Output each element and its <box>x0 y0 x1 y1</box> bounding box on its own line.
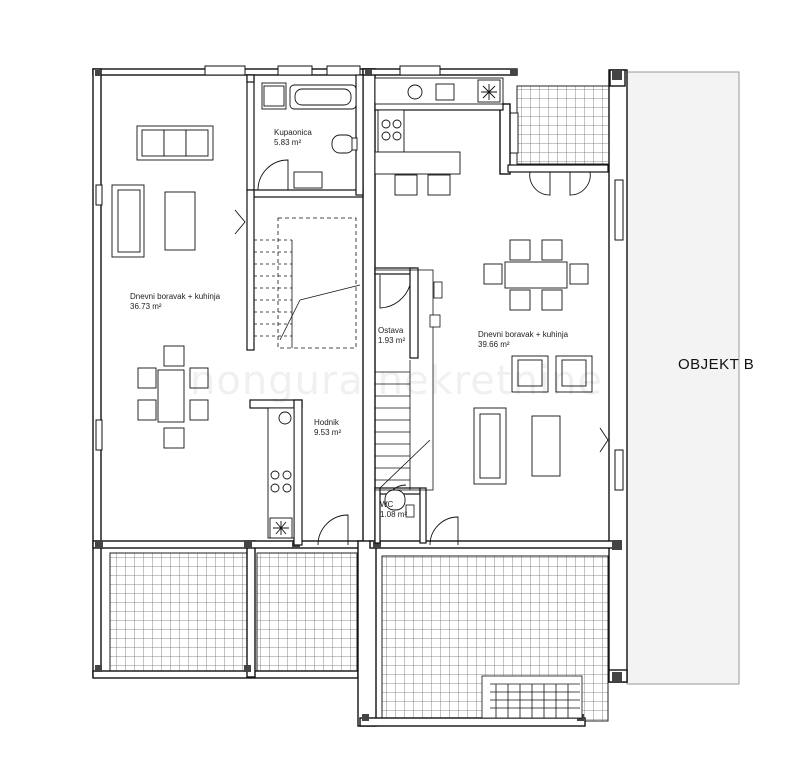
room-area: 1.93 m² <box>378 336 406 345</box>
furniture-right <box>473 239 593 485</box>
room-name: Kupaonica <box>274 128 312 137</box>
room-label-wc: WC 1.08 m² <box>380 500 407 520</box>
watermark: nongura nekretnine <box>190 358 603 404</box>
room-area: 9.53 m² <box>314 428 342 437</box>
neighbor-label: OBJEKT B <box>678 356 755 373</box>
room-label-kupaonica: Kupaonica 5.83 m² <box>274 128 312 148</box>
kitchen-units <box>267 77 504 539</box>
staircase-right <box>374 269 434 491</box>
room-area: 36.73 m² <box>130 302 162 311</box>
room-label-hodnik: Hodnik 9.53 m² <box>314 418 341 438</box>
room-label-living-left: Dnevni boravak + kuhinja 36.73 m² <box>130 292 220 312</box>
room-area: 39.66 m² <box>478 340 510 349</box>
room-area: 1.08 m² <box>380 510 408 519</box>
bathroom-fixtures <box>261 82 406 511</box>
utility-fixtures <box>405 281 443 518</box>
exterior-stairs <box>481 675 583 719</box>
neighbor-building <box>626 71 740 685</box>
room-label-living-right: Dnevni boravak + kuhinja 39.66 m² <box>478 330 568 350</box>
room-name: Dnevni boravak + kuhinja <box>478 330 569 339</box>
room-label-ostava: Ostava 1.93 m² <box>378 326 405 346</box>
room-name: WC <box>380 500 394 509</box>
staircase-left <box>254 217 361 349</box>
room-name: Dnevni boravak + kuhinja <box>130 292 221 301</box>
windows <box>95 65 624 491</box>
furniture-left <box>111 125 214 449</box>
room-name: Ostava <box>378 326 404 335</box>
room-area: 5.83 m² <box>274 138 302 147</box>
room-name: Hodnik <box>314 418 339 427</box>
